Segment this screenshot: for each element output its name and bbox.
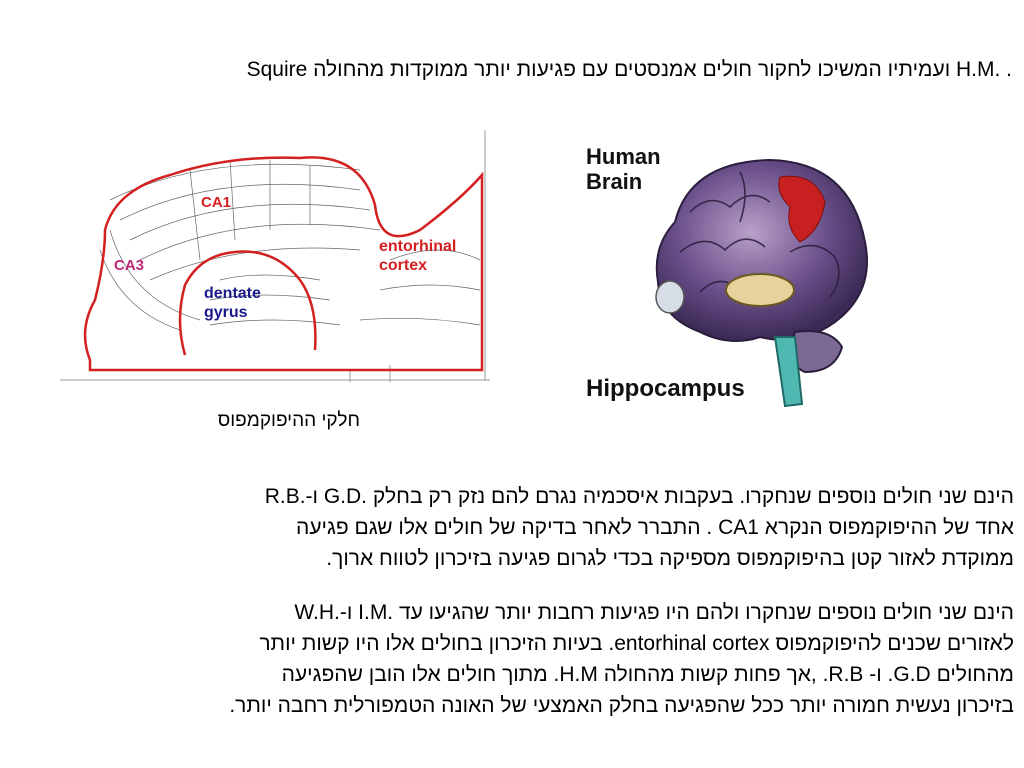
dentate-label-line2: gyrus: [204, 304, 248, 321]
paragraph-1-line-1: R.B.-ו G.D. הינם שני חולים נוספים שנחקרו…: [264, 485, 1014, 508]
brain-eye-sphere: [655, 280, 685, 314]
page-heading: Squire ועמיתיו המשיכו לחקור חולים אמנסטי…: [246, 58, 1012, 81]
tissue-outline: [60, 130, 490, 382]
brain-title-line2: Brain: [586, 169, 642, 194]
brain-stem: [773, 336, 804, 408]
dentate-label-line1: dentate: [204, 285, 261, 302]
hippocampus-diagram: CA1 CA3 entorhinal cortex dentate gyrus: [60, 130, 490, 382]
brain-red-region: [778, 175, 826, 243]
paragraph-2-line-1: W.H.-ו I.M. הינם שני חולים נוספים שנחקרו…: [294, 601, 1014, 624]
ca3-label: CA3: [114, 257, 144, 274]
hippocampus-caption: חלקי ההיפוקמפוס: [217, 410, 360, 431]
paragraph-1: R.B.-ו G.D. הינם שני חולים נוספים שנחקרו…: [20, 481, 1014, 574]
brain-cerebellum: [790, 330, 844, 374]
entorhinal-label-line2: cortex: [379, 257, 427, 274]
brain-title-line1: Human: [586, 144, 661, 169]
brain-cerebrum: [655, 158, 868, 342]
paragraph-2-line-4: בזיכרון נעשית חמורה יותר ככל שהפגיעה בחל…: [229, 694, 1014, 717]
paragraph-1-line-2: אחד של ההיפוקמפוס הנקרא CA1 . התברר לאחר…: [296, 516, 1014, 539]
paragraph-2-line-2: לאזורים שכנים להיפוקמפוס entorhinal cort…: [259, 632, 1014, 655]
hippocampus-region-outline: [83, 156, 484, 372]
human-brain-illustration: Human Brain Hippocampus: [586, 144, 868, 408]
hippocampus-label: Hippocampus: [586, 375, 745, 402]
paragraph-1-line-3: ממוקדת לאזור קטן בהיפוקמפוס מספיקה בכדי …: [326, 547, 1014, 570]
hippocampus-highlight: [725, 273, 795, 307]
entorhinal-label-line1: entorhinal: [379, 238, 456, 255]
ca1-label: CA1: [201, 194, 231, 211]
dentate-region-outline: [178, 250, 317, 356]
paragraph-2: W.H.-ו I.M. הינם שני חולים נוספים שנחקרו…: [20, 597, 1014, 721]
paragraph-2-line-3: מהחולים G.D. ו- R.B. ,אך פחות קשות מהחול…: [281, 663, 1014, 686]
